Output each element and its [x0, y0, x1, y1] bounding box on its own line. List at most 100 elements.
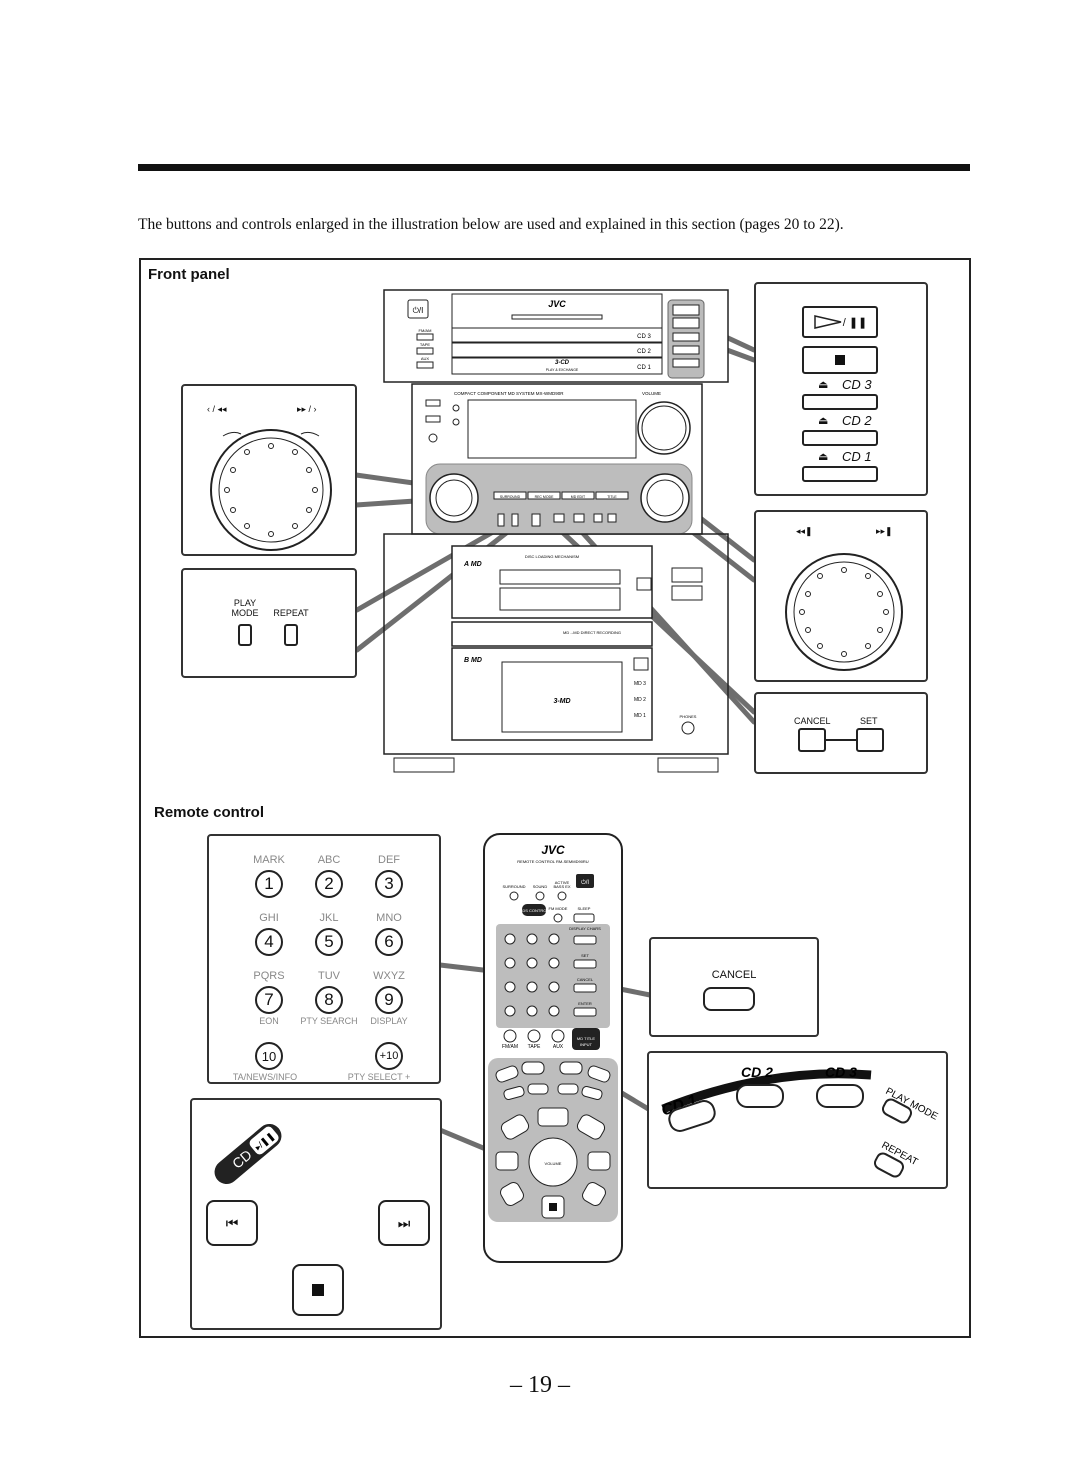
dial-left-label: ‹ / ◂◂ — [207, 404, 227, 414]
svg-text:BASS EX: BASS EX — [553, 884, 570, 889]
svg-text:ACTIVE: ACTIVE — [555, 880, 570, 885]
skip-next-label: ▸▸❚ — [876, 526, 893, 536]
illustration-frame — [139, 258, 971, 1338]
display-label: DISPLAY — [370, 1016, 408, 1026]
svg-text:MD EDIT: MD EDIT — [571, 495, 586, 499]
remote-cancel-button[interactable] — [703, 987, 755, 1011]
remote-play-mode-button[interactable] — [881, 1097, 913, 1124]
play-mode-button[interactable] — [238, 624, 252, 646]
key-1[interactable]: 1 — [255, 870, 283, 898]
remote-brand: JVC — [541, 843, 565, 857]
unit-model-line: COMPACT COMPONENT MD SYSTEM MX-WMD90R — [454, 391, 564, 396]
cd3-button[interactable] — [802, 394, 878, 410]
key-2[interactable]: 2 — [315, 870, 343, 898]
svg-text:VOLUME: VOLUME — [642, 391, 661, 396]
svg-text:MD→MD DIRECT RECORDING: MD→MD DIRECT RECORDING — [563, 630, 621, 635]
key-10[interactable]: 10 — [255, 1042, 283, 1070]
pty-select-label: PTY SELECT + — [347, 1072, 411, 1082]
remote-control: JVC REMOTE CONTROL RM-SEMMD90RU SURROUND… — [483, 833, 623, 1263]
svg-text:SURROUND: SURROUND — [502, 884, 525, 889]
svg-text:AUX: AUX — [553, 1044, 564, 1050]
key-9[interactable]: 9 — [375, 986, 403, 1014]
key-7[interactable]: 7 — [255, 986, 283, 1014]
remote-prev-button[interactable]: ⏮ — [206, 1200, 258, 1246]
remote-cancel-label: CANCEL — [711, 969, 757, 981]
callout-cancel-set: CANCEL SET — [754, 692, 928, 774]
svg-text:TAPE: TAPE — [528, 1044, 541, 1050]
svg-text:⏻/I: ⏻/I — [413, 306, 424, 315]
key-5[interactable]: 5 — [315, 928, 343, 956]
svg-text:PLAY & EXCHANGE: PLAY & EXCHANGE — [546, 368, 579, 372]
callout-cd-buttons: / ❚❚ ⏏ CD 3 ⏏ CD 2 ⏏ CD 1 — [754, 282, 928, 496]
callout-remote-cd-select: CD 1 CD 2 CD 3 PLAY MODE REPEAT — [647, 1051, 948, 1189]
remote-stop-button[interactable] — [292, 1264, 344, 1316]
eon-label: EON — [259, 1016, 279, 1026]
key-6[interactable]: 6 — [375, 928, 403, 956]
svg-text:REC MODE: REC MODE — [535, 495, 555, 499]
cd-stop-button[interactable] — [802, 346, 878, 374]
remote-volume-label: VOLUME — [545, 1161, 562, 1166]
front-panel-heading: Front panel — [148, 266, 230, 283]
callout-skip-dial: ◂◂❚ ▸▸❚ — [754, 510, 928, 682]
svg-text:FM/AM: FM/AM — [502, 1044, 518, 1050]
svg-text:MD 1: MD 1 — [634, 713, 646, 719]
page-number: – 19 – — [510, 1372, 570, 1398]
cd-play-pause-button[interactable]: / ❚❚ — [802, 306, 878, 338]
svg-text:DISPLAY CHARS: DISPLAY CHARS — [569, 926, 601, 931]
remote-next-button[interactable]: ⏭ — [378, 1200, 430, 1246]
callout-remote-cd-controls: CD ▸/❚❚ ⏮ ⏭ — [190, 1098, 442, 1330]
cd3-label: CD 3 — [842, 377, 872, 392]
stop-icon — [312, 1284, 324, 1296]
key-8[interactable]: 8 — [315, 986, 343, 1014]
key-tuv-label: TUV — [318, 970, 340, 982]
svg-text:A MD: A MD — [463, 561, 482, 568]
svg-text:RDS CONTROL: RDS CONTROL — [519, 908, 549, 913]
svg-text:SET: SET — [581, 953, 589, 958]
remote-repeat-button[interactable] — [873, 1151, 905, 1178]
cd2-button[interactable] — [802, 430, 878, 446]
key-def-label: DEF — [378, 854, 400, 866]
key-pqrs-label: PQRS — [253, 970, 285, 982]
svg-text:PHONES: PHONES — [680, 714, 697, 719]
remote-cd3-button[interactable] — [816, 1084, 864, 1108]
svg-text:ENTER: ENTER — [578, 1001, 592, 1006]
skip-prev-label: ◂◂❚ — [796, 526, 813, 536]
set-button[interactable] — [856, 728, 884, 752]
key-plus10[interactable]: +10 — [375, 1042, 403, 1070]
key-jkl-label: JKL — [319, 912, 339, 924]
intro-text: The buttons and controls enlarged in the… — [138, 216, 844, 233]
repeat-button[interactable] — [284, 624, 298, 646]
remote-cd-play-pause[interactable] — [246, 1123, 282, 1158]
svg-text:SURROUND: SURROUND — [500, 495, 521, 499]
pty-search-label: PTY SEARCH — [300, 1016, 358, 1026]
svg-text:FM MODE: FM MODE — [549, 906, 568, 911]
play-icon — [813, 315, 841, 329]
callout-multi-control: ‹ / ◂◂ ▸▸ / › — [181, 384, 357, 556]
cd1-label: CD 1 — [842, 449, 872, 464]
svg-text:MD TITLE: MD TITLE — [577, 1036, 595, 1041]
repeat-label: REPEAT — [273, 608, 309, 618]
remote-cd1-button[interactable] — [667, 1098, 718, 1133]
svg-text:⏻/I: ⏻/I — [581, 879, 589, 886]
cancel-button[interactable] — [798, 728, 826, 752]
stop-icon — [835, 355, 845, 365]
key-abc-label: ABC — [317, 854, 341, 866]
cd2-label: CD 2 — [842, 413, 872, 428]
svg-text:CD 1: CD 1 — [637, 365, 651, 371]
svg-text:MD 3: MD 3 — [634, 681, 646, 687]
svg-text:TITLE: TITLE — [607, 495, 617, 499]
key-4[interactable]: 4 — [255, 928, 283, 956]
svg-text:3-MD: 3-MD — [553, 698, 570, 705]
dial-right-label: ▸▸ / › — [297, 404, 317, 414]
remote-cd2-button[interactable] — [736, 1084, 784, 1108]
callout-play-repeat: PLAY MODE REPEAT — [181, 568, 357, 678]
key-3[interactable]: 3 — [375, 870, 403, 898]
cancel-label: CANCEL — [794, 716, 831, 726]
svg-text:CD 3: CD 3 — [637, 334, 651, 340]
remote-cd3-label: CD 3 — [825, 1064, 857, 1080]
set-label: SET — [860, 716, 878, 726]
cd1-button[interactable] — [802, 466, 878, 482]
play-mode-label: PLAY MODE — [231, 598, 259, 618]
key-ghi-label: GHI — [259, 912, 279, 924]
remote-model: REMOTE CONTROL RM-SEMMD90RU — [517, 859, 589, 864]
